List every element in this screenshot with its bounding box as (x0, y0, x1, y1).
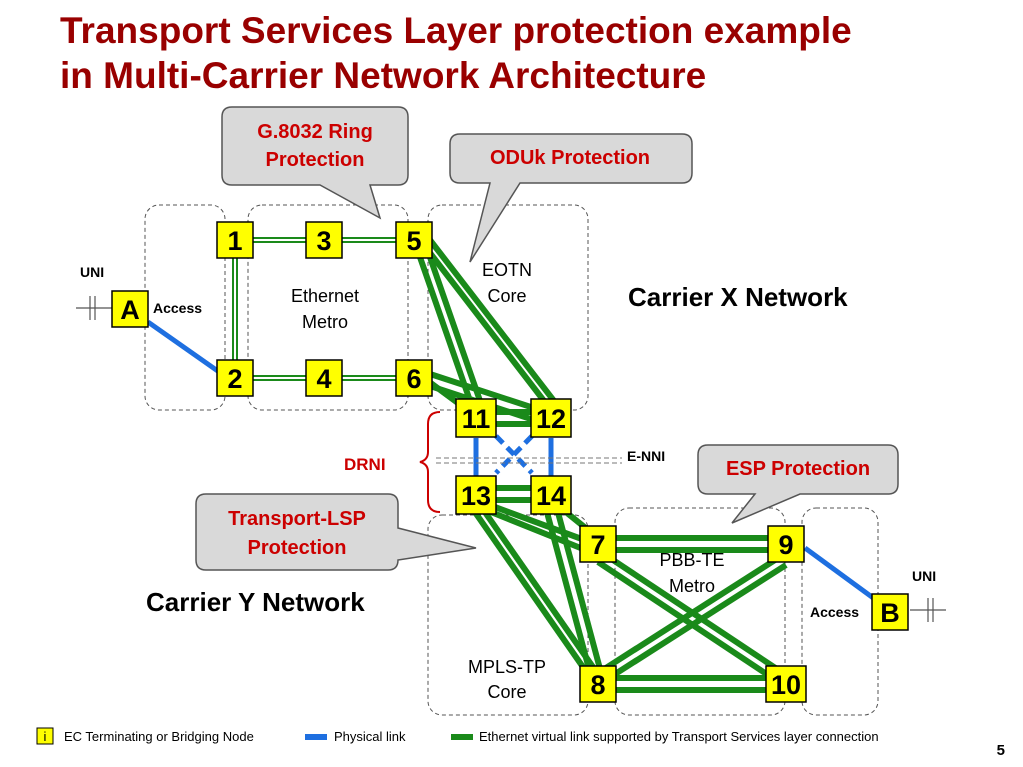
pbb-label-2: Metro (669, 576, 715, 596)
legend-node-swatch (36, 727, 54, 745)
node-9-label: 9 (778, 530, 793, 560)
eotn-label-2: Core (487, 286, 526, 306)
node-7: 7 (579, 525, 617, 563)
legend-node-text: EC Terminating or Bridging Node (64, 729, 254, 744)
node-b: B (871, 593, 909, 631)
title-line-1: Transport Services Layer protection exam… (60, 10, 852, 51)
callout-esp-text: ESP Protection (726, 458, 870, 480)
carrier-x-label: Carrier X Network (628, 282, 848, 312)
callout-lsp-shape (195, 493, 477, 571)
access-region-right (801, 507, 879, 716)
ethernet-metro-label-2: Metro (302, 312, 348, 332)
node-8-label: 8 (590, 670, 605, 700)
access-left-label: Access (153, 300, 202, 316)
node-11: 11 (455, 398, 497, 438)
callout-ring: G.8032 Ring Protection (221, 106, 409, 220)
drni-brace (419, 411, 441, 513)
node-2: 2 (216, 359, 254, 397)
node-10-label: 10 (771, 670, 801, 700)
physical-link-a-2 (146, 319, 224, 377)
uni-right-marker (910, 598, 946, 622)
node-13: 13 (455, 475, 497, 515)
node-a-label: A (120, 295, 140, 325)
virtual-link-14-8-b (553, 504, 606, 681)
node-9: 9 (767, 525, 805, 563)
virtual-link-13-8-a (467, 503, 595, 682)
virtual-link-5-12-a (417, 238, 554, 412)
node-4: 4 (305, 359, 343, 397)
callout-oduk-shape (449, 133, 693, 263)
callout-esp-shape (697, 444, 899, 524)
callout-oduk: ODUk Protection (449, 133, 693, 263)
virtual-link-stripes (234, 239, 400, 379)
node-5: 5 (395, 221, 433, 259)
legend-virtual-text: Ethernet virtual link supported by Trans… (479, 729, 879, 744)
uni-right-label: UNI (912, 568, 936, 584)
mpls-label-1: MPLS-TP (468, 657, 546, 677)
page-title: Transport Services Layer protection exam… (60, 8, 1010, 98)
callout-lsp-line1: Transport-LSP (228, 508, 366, 530)
node-7-label: 7 (590, 530, 605, 560)
title-line-2: in Multi-Carrier Network Architecture (60, 55, 707, 96)
callout-lsp: Transport-LSP Protection (195, 493, 477, 571)
mpls-label-2: Core (487, 682, 526, 702)
node-11-label: 11 (462, 404, 491, 434)
pbb-label-1: PBB-TE (659, 550, 724, 570)
access-right-label: Access (810, 604, 859, 620)
ethernet-metro-label-1: Ethernet (291, 286, 359, 306)
node-12: 12 (530, 398, 572, 438)
node-4-label: 4 (316, 364, 331, 394)
virtual-link-5-12-b (427, 238, 564, 412)
callout-esp: ESP Protection (697, 444, 899, 524)
virtual-link-6-12-a (423, 369, 541, 413)
nodes: 1 3 5 2 4 6 11 12 13 14 7 9 8 10 A B (111, 221, 909, 703)
virtual-link-8-9-a (596, 550, 788, 676)
uni-left-label: UNI (80, 264, 104, 280)
node-b-label: B (880, 598, 900, 628)
node-5-label: 5 (406, 226, 421, 256)
pbb-metro-region (614, 507, 786, 716)
node-12-label: 12 (536, 404, 566, 434)
node-a: A (111, 290, 149, 328)
node-13-label: 13 (461, 481, 491, 511)
node-2-label: 2 (227, 364, 242, 394)
node-3-label: 3 (316, 226, 331, 256)
node-1: 1 (216, 221, 254, 259)
drni-label: DRNI (344, 455, 386, 474)
virtual-link-8-9-b (596, 562, 788, 688)
physical-link-12-13 (494, 434, 534, 475)
eotn-label-1: EOTN (482, 260, 532, 280)
page-number: 5 (996, 742, 1005, 759)
node-6: 6 (395, 359, 433, 397)
node-3: 3 (305, 221, 343, 259)
callout-lsp-line2: Protection (248, 537, 347, 559)
node-10: 10 (765, 665, 807, 703)
node-6-label: 6 (406, 364, 421, 394)
physical-link-9-b (803, 545, 878, 603)
carrier-y-label: Carrier Y Network (146, 587, 365, 617)
callout-ring-line2: Protection (266, 149, 365, 171)
virtual-link-14-8-a (542, 504, 595, 681)
callout-oduk-text: ODUk Protection (490, 147, 650, 169)
legend-node-marker: i (44, 729, 47, 744)
node-14-label: 14 (536, 481, 566, 511)
callout-ring-line1: G.8032 Ring (257, 121, 373, 143)
legend-physical-text: Physical link (334, 729, 406, 744)
ethernet-metro-region (247, 204, 409, 411)
uni-left-marker (76, 296, 112, 320)
legend: i EC Terminating or Bridging Node Physic… (36, 727, 879, 745)
enni-label: E-NNI (627, 448, 665, 464)
eotn-core-region (427, 204, 589, 411)
node-14: 14 (530, 475, 572, 515)
callout-ring-shape (221, 106, 409, 220)
node-1-label: 1 (227, 226, 242, 256)
node-8: 8 (579, 665, 617, 703)
